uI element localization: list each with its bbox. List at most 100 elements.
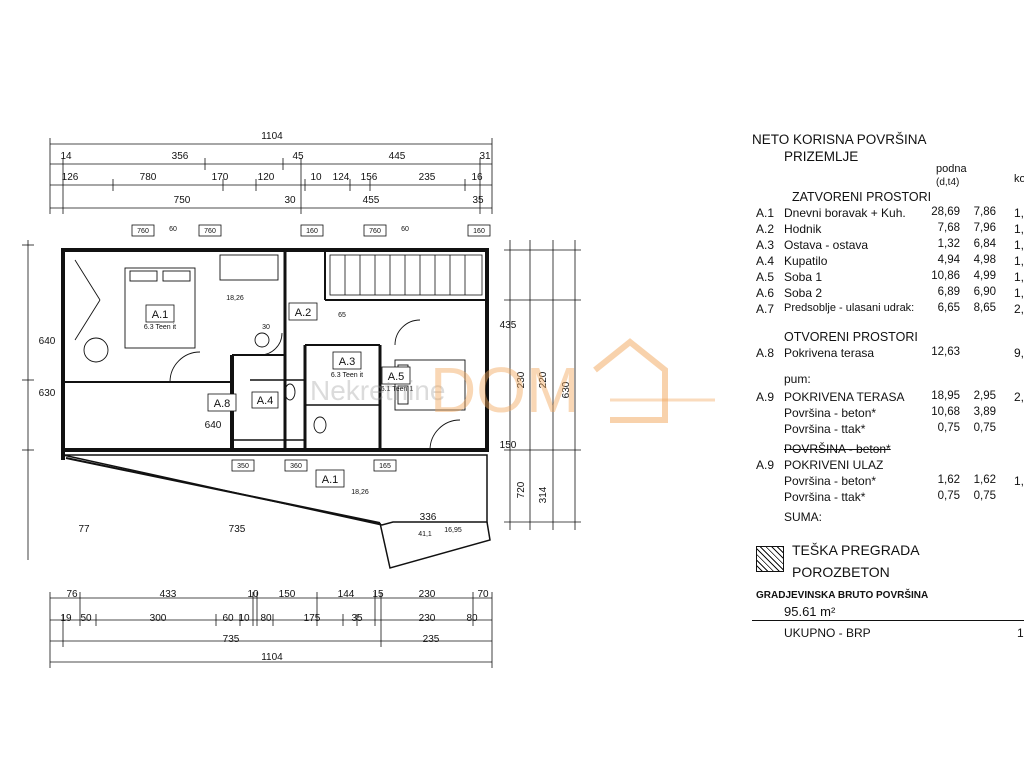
room-label-a1-terrace: A.1 (322, 474, 339, 486)
dim-label: 175 (304, 613, 321, 624)
dim-label: 80 (466, 613, 478, 624)
row-code: A.5 (756, 270, 775, 284)
row-v2: 2,95 (973, 390, 996, 402)
row-name: Dnevni boravak + Kuh. (784, 206, 906, 220)
row-v3: 1, (1014, 222, 1024, 236)
dim-label: 350 (237, 463, 249, 470)
col-head-ko: ko (1014, 173, 1024, 185)
dim-label: 16 (471, 172, 483, 183)
dim-label: 336 (420, 512, 437, 523)
open-spaces-title: OTVORENI PROSTORI (784, 330, 918, 344)
dim-label: 735 (223, 634, 240, 645)
legend-floor: PRIZEMLJE (784, 149, 859, 164)
dim-label: 630 (39, 388, 56, 399)
row-v2: 4,99 (973, 270, 996, 282)
room-label-a5: A.5 (388, 371, 405, 383)
dim-label: 18,26 (226, 295, 244, 302)
row-code: A.4 (756, 254, 775, 268)
dim-label: 126 (62, 172, 79, 183)
dim-total-top: 1104 (261, 131, 283, 142)
divider (752, 620, 1024, 621)
area-legend: NETO KORISNA POVRŠINA PRIZEMLJE podna (d… (752, 128, 1024, 648)
row-v3: 1, (1014, 270, 1024, 284)
dim-label: 170 (212, 172, 229, 183)
gross-title: GRADJEVINSKA BRUTO POVRŠINA (756, 590, 929, 601)
row-v1: 0,75 (937, 422, 960, 434)
top-dimension-text: 1104 14 356 45 445 31 126 780 170 120 10… (60, 131, 491, 206)
dim-label: 230 (516, 371, 527, 388)
row-v1: 0,75 (937, 490, 960, 502)
dim-label: 220 (538, 371, 549, 388)
row-name: Površina - beton* (784, 406, 877, 420)
dim-label: 30 (262, 324, 270, 331)
row-name: Površina - beton* (784, 474, 877, 488)
dim-total-bottom: 1104 (261, 652, 283, 663)
dim-label: 77 (78, 524, 90, 535)
row-v1: 18,95 (931, 390, 960, 402)
dim-label: 630 (561, 381, 572, 398)
row-v2: 0,75 (973, 490, 996, 502)
dim-label: 150 (500, 440, 517, 451)
row-code: A.2 (756, 222, 775, 236)
dim-label: 780 (140, 172, 157, 183)
dim-label: 45 (292, 151, 304, 162)
col-head-podna: podna (936, 163, 967, 175)
row-v2: 7,96 (973, 222, 996, 234)
total-label: UKUPNO - BRP (784, 626, 871, 640)
row-v2: 3,89 (973, 406, 996, 418)
dim-label: 455 (363, 195, 380, 206)
room-labels: A.1 6.3 Teen it A.2 A.3 6.3 Teen it A.4 … (144, 302, 414, 488)
row-code: A.8 (756, 346, 775, 360)
dim-label: 35 (472, 195, 484, 206)
row-v2: 6,90 (973, 286, 996, 298)
dim-label: 165 (379, 463, 391, 470)
dim-label: 760 (137, 228, 149, 235)
dim-label: 750 (174, 195, 191, 206)
dim-label: 41,1 (418, 531, 432, 538)
row-code: A.9 (756, 390, 775, 404)
struck-row: POVRŠINA - beton* (784, 442, 891, 456)
row-v3: 1, (1014, 286, 1024, 300)
dim-label: 720 (516, 481, 527, 498)
hatch-swatch (756, 546, 784, 572)
row-v2: 8,65 (973, 302, 996, 314)
row-v2: 6,84 (973, 238, 996, 250)
room-sub-label: 6.3 Teen it (331, 372, 363, 379)
dim-label: 18,26 (351, 489, 369, 496)
room-sub-label: 6.1 Teen 1 (381, 386, 414, 393)
row-v2: 0,75 (973, 422, 996, 434)
bottom-dimension-text: 76 433 10 150 144 15 230 70 19 50 300 60… (60, 589, 489, 663)
dim-label: 235 (423, 634, 440, 645)
row-name: Kupatilo (784, 254, 828, 268)
building-walls (61, 248, 491, 569)
dim-label: 19 (60, 613, 72, 624)
dim-label: 235 (419, 172, 436, 183)
row-code: A.1 (756, 206, 775, 220)
row-v3: 2, (1014, 390, 1024, 404)
closed-spaces-title: ZATVORENI PROSTORI (792, 190, 932, 204)
suma-label: SUMA: (784, 510, 823, 524)
col-head-sub: (d,t4) (936, 177, 960, 188)
row-v3: 1, (1014, 206, 1024, 220)
row-v1: 7,68 (937, 222, 960, 234)
total-value: 1 (1017, 626, 1024, 640)
row-v2: 4,98 (973, 254, 996, 266)
dim-label: 35 (351, 613, 363, 624)
row-v1: 10,68 (931, 406, 960, 418)
dim-label: 15 (372, 589, 384, 600)
dim-label: 150 (279, 589, 296, 600)
staircase (329, 254, 483, 296)
dim-label: 10 (247, 589, 259, 600)
row-name: Predsoblje - ulasani udrak: (784, 302, 915, 314)
row-v1: 28,69 (931, 206, 960, 218)
row-v1: 6,65 (937, 302, 960, 314)
pum-label: pum: (784, 372, 811, 386)
dim-label: 156 (361, 172, 378, 183)
row-v3: 1, (1014, 474, 1024, 488)
dim-label: 60 (222, 613, 234, 624)
hatch-label-1: TEŠKA PREGRADA (792, 542, 920, 558)
dim-label: 640 (205, 420, 222, 431)
dim-label: 30 (284, 195, 296, 206)
dim-label: 160 (473, 228, 485, 235)
dim-label: 760 (369, 228, 381, 235)
